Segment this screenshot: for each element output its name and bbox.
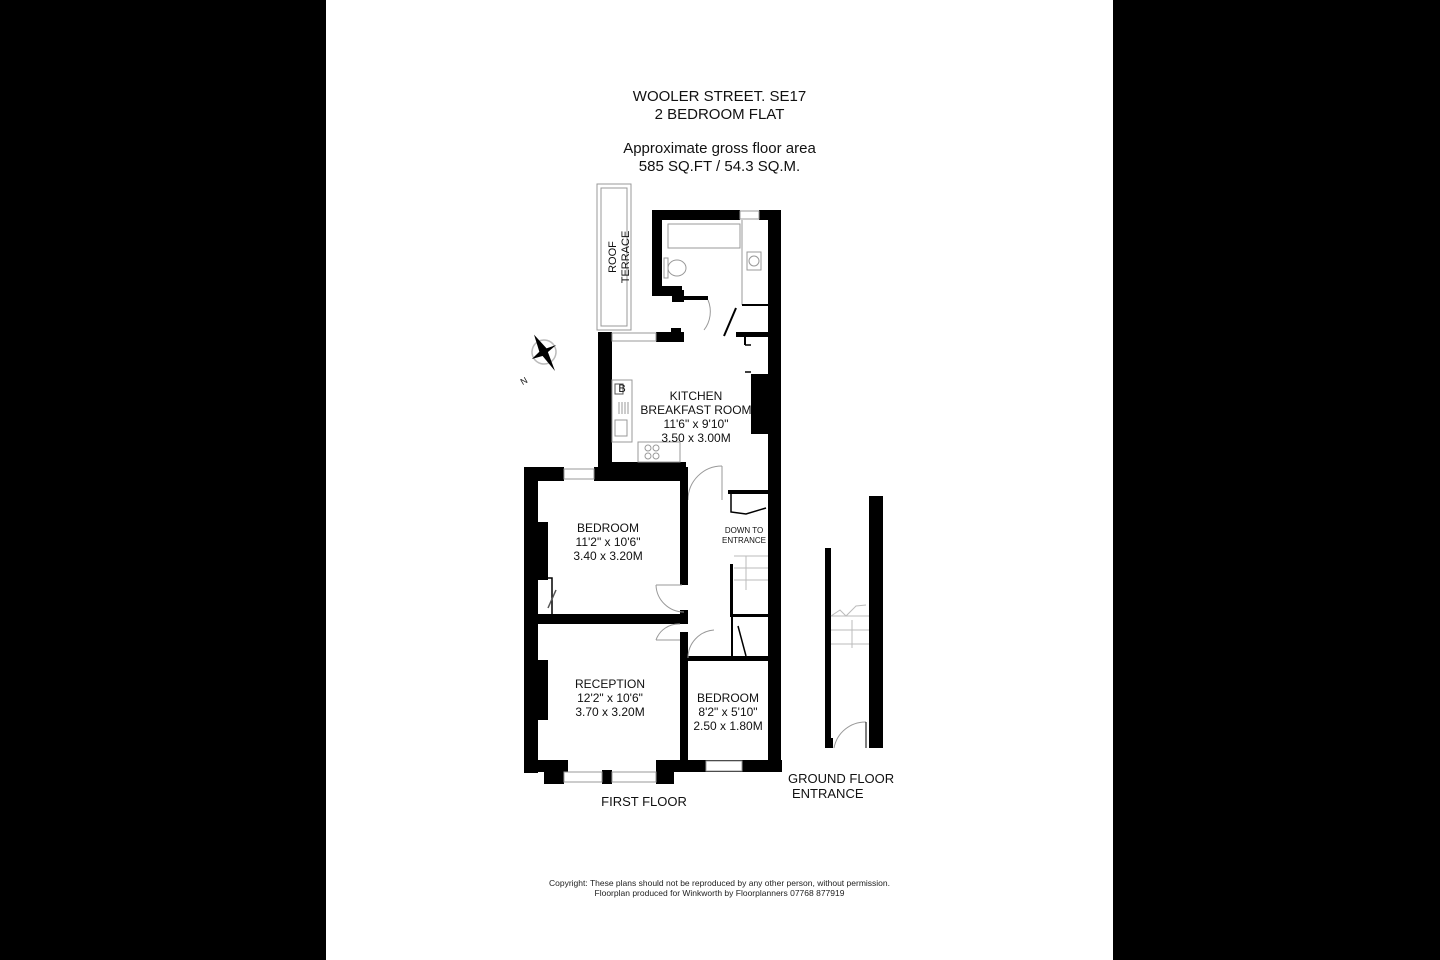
bedroom2-metric: 2.50 x 1.80M bbox=[693, 719, 763, 733]
roof-terrace-line1: ROOF bbox=[607, 241, 619, 273]
hallway-stair-walls bbox=[728, 490, 768, 617]
credit-text: Floorplan produced for Winkworth by Floo… bbox=[594, 888, 845, 898]
reception-label: RECEPTION 12'2" x 10'6" 3.70 x 3.20M bbox=[550, 677, 670, 719]
reception-name: RECEPTION bbox=[574, 677, 645, 691]
kitchen-metric: 3.50 x 3.00M bbox=[661, 431, 731, 445]
bedroom1-imperial: 11'2" x 10'6" bbox=[575, 535, 641, 549]
reception-imperial: 12'2" x 10'6" bbox=[577, 691, 643, 705]
bedroom1-walls bbox=[524, 467, 688, 773]
bedroom2-imperial: 8'2" x 5'10" bbox=[698, 705, 758, 719]
ground-floor-label: GROUND FLOOR ENTRANCE bbox=[788, 771, 912, 801]
address: WOOLER STREET. SE17 bbox=[632, 88, 807, 105]
boiler-label: B bbox=[618, 383, 626, 395]
stairs-line1: DOWN TO bbox=[724, 526, 764, 535]
area-label: Approximate gross floor area bbox=[623, 140, 816, 157]
kitchen-name: KITCHEN bbox=[669, 389, 723, 403]
roof-terrace-outline bbox=[596, 183, 632, 331]
bedroom1-metric: 3.40 x 3.20M bbox=[573, 549, 643, 563]
ground-entrance-walls bbox=[825, 496, 883, 748]
reception-metric: 3.70 x 3.20M bbox=[575, 705, 645, 719]
east-wall bbox=[768, 210, 781, 772]
floorplan-drawing bbox=[524, 183, 883, 784]
area-value: 585 SQ.FT / 54.3 SQ.M. bbox=[638, 158, 801, 175]
roof-terrace-label: ROOF TERRACE bbox=[607, 227, 633, 287]
plan-title: WOOLER STREET. SE17 2 BEDROOM FLAT bbox=[326, 88, 1113, 124]
bedroom2-name: BEDROOM bbox=[696, 691, 759, 705]
stairs-label: DOWN TO ENTRANCE bbox=[712, 526, 776, 546]
stairs-line2: ENTRANCE bbox=[721, 536, 766, 545]
copyright-text: Copyright: These plans should not be rep… bbox=[549, 878, 890, 888]
bedroom1-name: BEDROOM bbox=[576, 521, 639, 535]
ground-floor-line1: GROUND FLOOR bbox=[788, 771, 895, 786]
roof-terrace-line2: TERRACE bbox=[620, 230, 632, 284]
kitchen-label: KITCHEN BREAKFAST ROOM 11'6" x 9'10" 3.5… bbox=[626, 389, 766, 445]
property-type: 2 BEDROOM FLAT bbox=[654, 106, 785, 123]
bedroom1-label: BEDROOM 11'2" x 10'6" 3.40 x 3.20M bbox=[548, 521, 668, 563]
bedroom2-label: BEDROOM 8'2" x 5'10" 2.50 x 1.80M bbox=[684, 691, 772, 733]
kitchen-name2: BREAKFAST ROOM bbox=[640, 403, 752, 417]
floorplan-page: WOOLER STREET. SE17 2 BEDROOM FLAT Appro… bbox=[326, 0, 1113, 960]
compass-icon bbox=[531, 334, 557, 372]
ground-floor-line2: ENTRANCE bbox=[792, 786, 864, 801]
footer-credits: Copyright: These plans should not be rep… bbox=[326, 878, 1113, 898]
area-summary: Approximate gross floor area 585 SQ.FT /… bbox=[326, 140, 1113, 176]
first-floor-label: FIRST FLOOR bbox=[601, 794, 687, 809]
kitchen-imperial: 11'6" x 9'10" bbox=[663, 417, 729, 431]
